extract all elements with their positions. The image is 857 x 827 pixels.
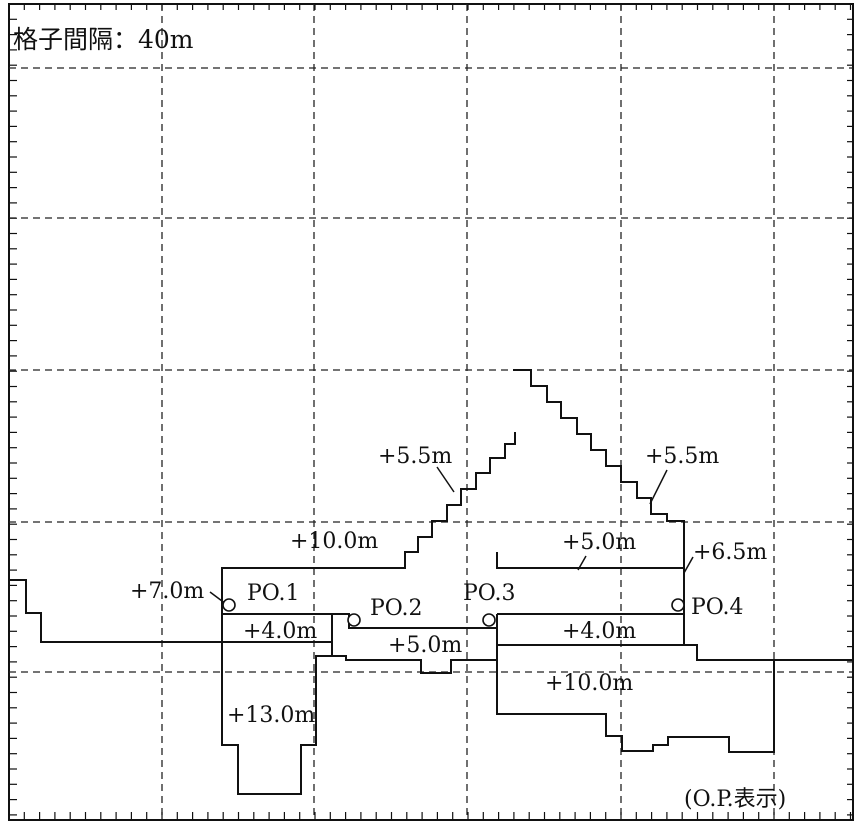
grid-spacing-title: 格子間隔：40m (13, 25, 194, 54)
port-markers (222, 598, 685, 627)
elevation-po1-top: +7.0m (130, 579, 204, 604)
elevation-left-yard: +10.0m (290, 529, 378, 554)
elevation-right-upper: +5.0m (562, 530, 636, 555)
terrain-outline (9, 369, 854, 795)
po2-label: PO.2 (370, 596, 423, 621)
po1-label: PO.1 (247, 581, 300, 606)
po3-marker (482, 613, 496, 627)
po4-marker (671, 598, 685, 612)
elevation-left-lower: +13.0m (227, 703, 315, 728)
po4-label: PO.4 (691, 595, 744, 620)
elevation-right-slope: +5.5m (645, 444, 719, 469)
grid-lines (9, 4, 853, 820)
elevation-left-mid: +4.0m (243, 619, 317, 644)
elevation-po4-top: +6.5m (693, 540, 767, 565)
frame-ticks (9, 4, 853, 820)
po3-label: PO.3 (463, 581, 516, 606)
map-frame (8, 3, 854, 821)
elevation-right-mid: +4.0m (562, 619, 636, 644)
datum-note: (O.P.表示) (684, 787, 786, 812)
po1-marker (222, 598, 236, 612)
po2-marker (347, 613, 361, 627)
elevation-left-slope: +5.5m (378, 444, 452, 469)
elevation-center-mid: +5.0m (388, 633, 462, 658)
elevation-right-lower: +10.0m (545, 671, 633, 696)
